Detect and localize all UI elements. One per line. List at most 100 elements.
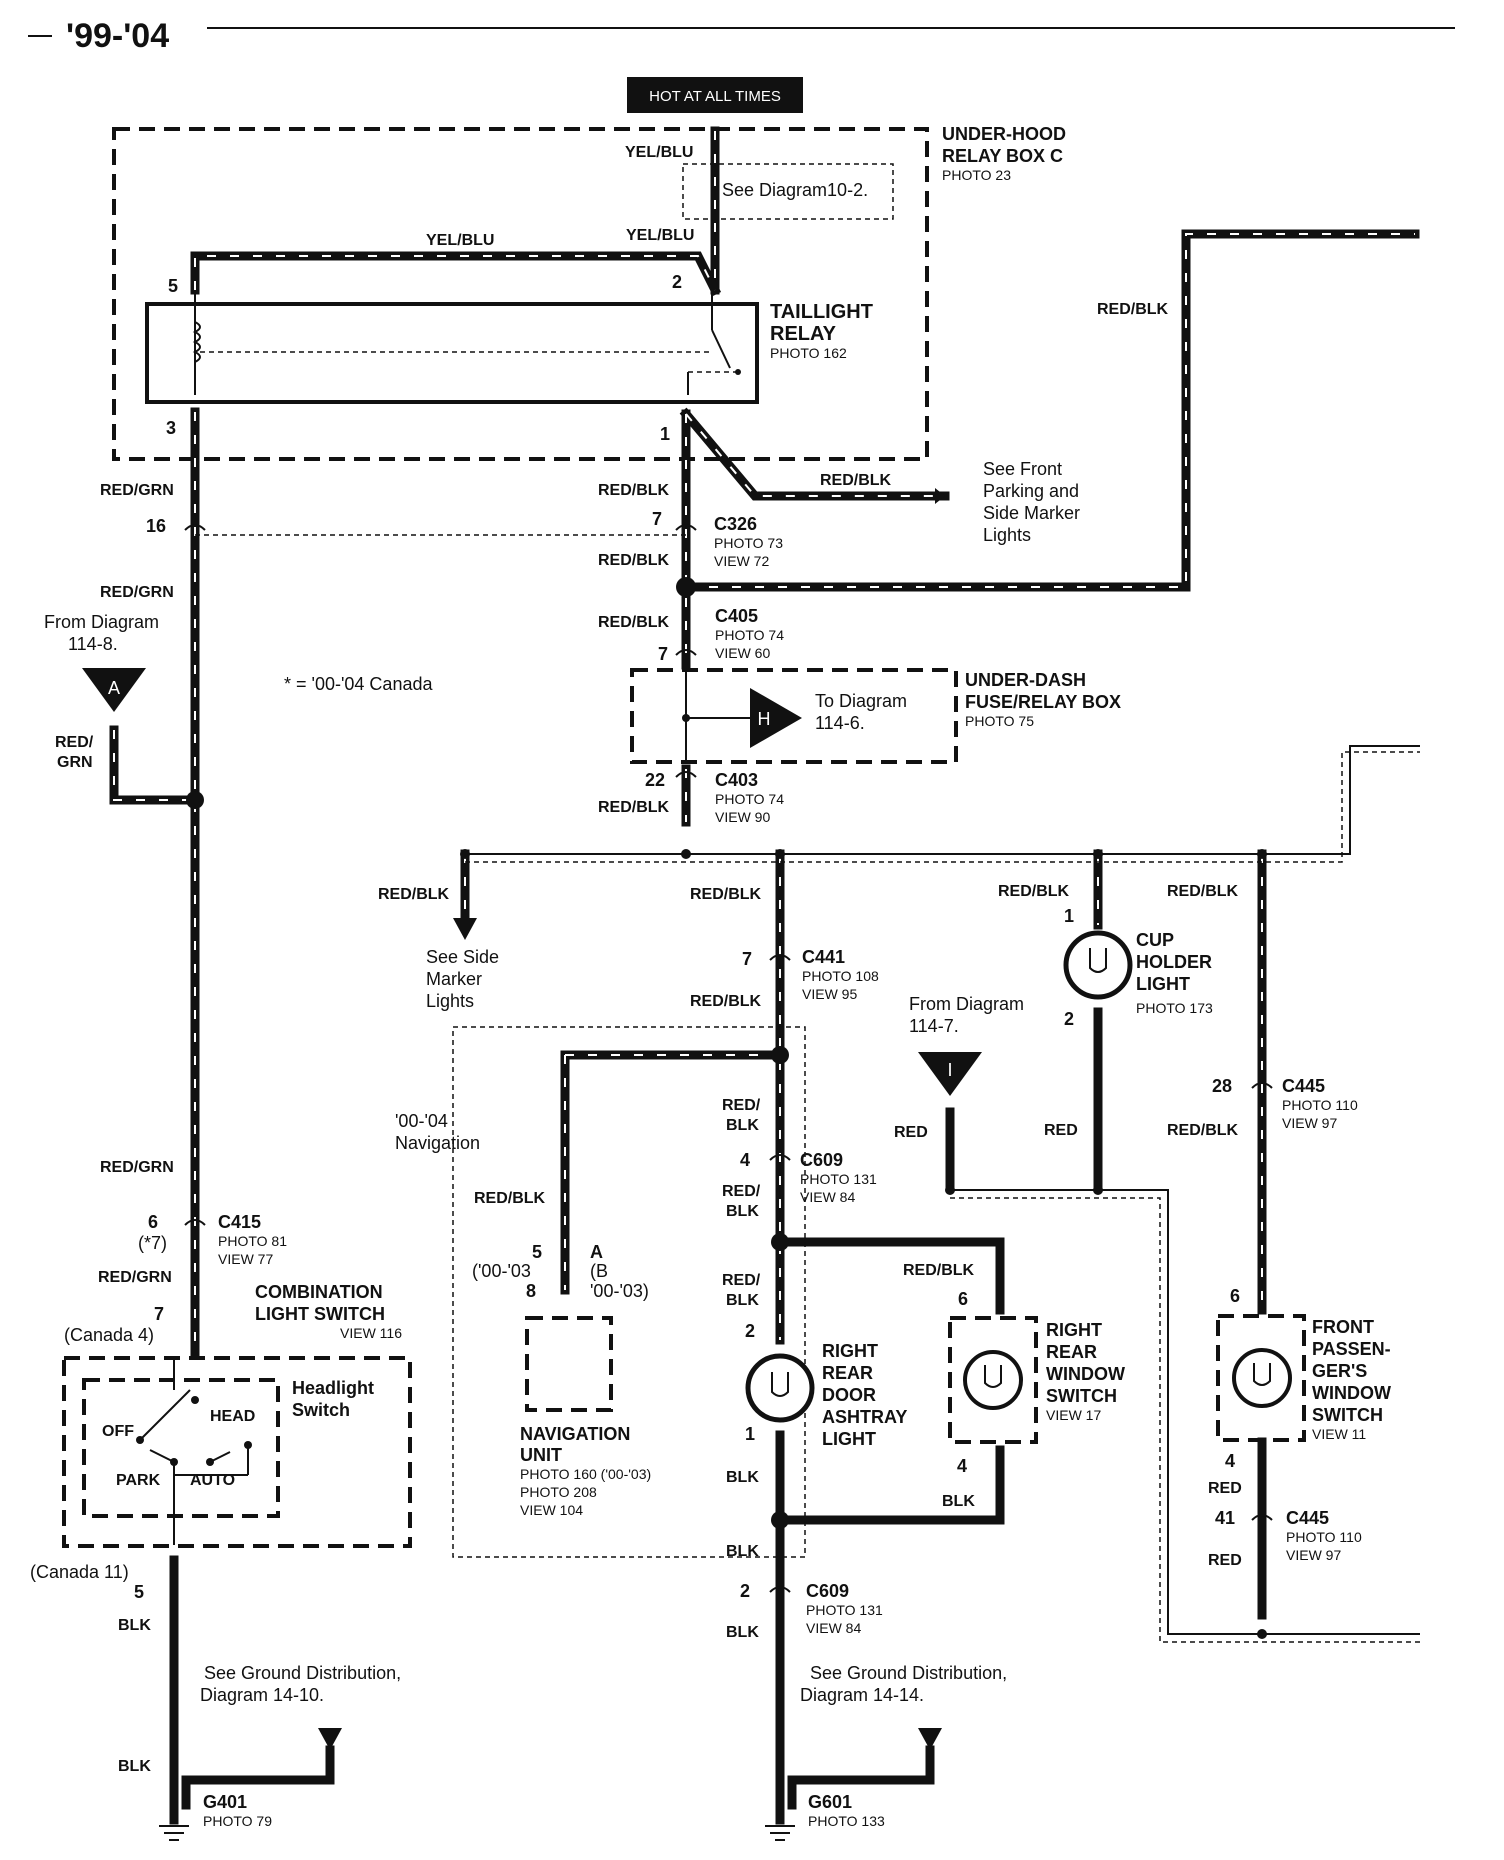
pin-1: 1 <box>660 424 670 444</box>
taillight-relay-photo: PHOTO 162 <box>770 345 847 361</box>
nav-connector-b: (B <box>590 1261 608 1281</box>
from-114-7-line2: 114-7. <box>909 1016 959 1036</box>
c609b-name: C609 <box>806 1581 849 1601</box>
year-range: '99-'04 <box>66 17 169 55</box>
fpw-name3: GER'S <box>1312 1361 1367 1381</box>
front-parking-ref: See Front Parking and Side Marker Lights <box>983 459 1080 545</box>
rrw-name1: RIGHT <box>1046 1320 1102 1340</box>
wire-red-blk-7: RED/BLK <box>690 886 762 903</box>
nav-option-line1: '00-'04 <box>395 1111 448 1131</box>
rrw-pin-6: 6 <box>958 1289 968 1309</box>
c403-photo: PHOTO 74 <box>715 791 784 807</box>
g401-photo: PHOTO 79 <box>203 1813 272 1829</box>
under-dash-name1: UNDER-DASH <box>965 670 1086 690</box>
from-diagram-114-8-line2: 114-8. <box>68 634 118 654</box>
c609a-photo: PHOTO 131 <box>800 1171 877 1187</box>
pin-5-switch: 5 <box>134 1582 144 1602</box>
pin-7-c326: 7 <box>652 509 662 529</box>
wire-red-blk-front: RED/BLK <box>820 472 892 489</box>
wire-blk-rrw: BLK <box>942 1493 975 1510</box>
ashtray-name1: RIGHT <box>822 1341 878 1361</box>
fpw-pin-6: 6 <box>1230 1286 1240 1306</box>
wire-red-c445b: RED <box>1208 1552 1242 1569</box>
wire-blk-3: BLK <box>726 1292 759 1309</box>
pin-22: 22 <box>645 770 665 790</box>
wire-yel-blu-1: YEL/BLU <box>625 144 693 161</box>
pin-canada11: (Canada 11) <box>30 1562 129 1582</box>
under-dash-fuse-relay-box <box>630 668 958 764</box>
wire-red-blk-cup: RED/BLK <box>998 883 1070 900</box>
c326-view: VIEW 72 <box>714 553 769 569</box>
pin-6-c415: 6 <box>148 1212 158 1232</box>
wire-red-114-7: RED <box>894 1124 928 1141</box>
relay-internals <box>192 292 741 395</box>
cup-holder-bulb <box>1063 930 1133 1000</box>
cup-name2: HOLDER <box>1136 952 1212 972</box>
connector-a-triangle: A <box>82 668 146 712</box>
wire-red-3: RED/ <box>722 1183 761 1200</box>
c403-view: VIEW 90 <box>715 809 770 825</box>
c403-name: C403 <box>715 770 758 790</box>
pin-4-c609: 4 <box>740 1150 750 1170</box>
nav-unit-view: VIEW 104 <box>520 1502 583 1518</box>
bus-lines <box>195 488 1420 1643</box>
hot-at-all-times-label: HOT AT ALL TIMES <box>627 77 803 113</box>
splices <box>186 577 1267 1639</box>
ground-ref-1-line2: Diagram 14-10. <box>200 1685 324 1705</box>
wire-yel-blu-2: YEL/BLU <box>626 227 694 244</box>
taillight-relay-name2: RELAY <box>770 323 837 345</box>
c609b-view: VIEW 84 <box>806 1620 861 1636</box>
side-marker-line1: See Side <box>426 947 499 967</box>
canada-note: * = '00-'04 Canada <box>284 674 433 694</box>
combination-light-switch <box>62 1356 412 1548</box>
svg-text:See Front: See Front <box>983 459 1062 479</box>
wire-red-1: RED/ <box>55 734 94 751</box>
svg-text:A: A <box>108 678 120 698</box>
wire-stripes <box>113 131 1415 1355</box>
nav-pin-0003: ('00-'03 <box>472 1261 531 1281</box>
ashtray-name2: REAR <box>822 1363 873 1383</box>
relay-box-c-photo: PHOTO 23 <box>942 167 1011 183</box>
pin-7-c441: 7 <box>742 949 752 969</box>
c609a-view: VIEW 84 <box>800 1189 855 1205</box>
c415-name: C415 <box>218 1212 261 1232</box>
headlight-name1: Headlight <box>292 1378 374 1398</box>
wire-red-blk-5: RED/BLK <box>598 799 670 816</box>
pin-canada4: (Canada 4) <box>64 1325 154 1345</box>
wire-red-blk-nav: RED/BLK <box>474 1190 546 1207</box>
wire-red-blk-8: RED/BLK <box>690 993 762 1010</box>
ground-ref-2-line1: See Ground Distribution, <box>810 1663 1007 1683</box>
connector-i-triangle: I <box>918 1052 982 1096</box>
nav-pin-8: 8 <box>526 1281 536 1301</box>
c445a-photo: PHOTO 110 <box>1282 1097 1358 1113</box>
connector-h-triangle: H <box>750 688 802 748</box>
wire-red-blk-c445b: RED/BLK <box>1167 1122 1239 1139</box>
pin-41: 41 <box>1215 1508 1235 1528</box>
wire-red-blk-right: RED/BLK <box>1097 301 1169 318</box>
wire-red-cup: RED <box>1044 1122 1078 1139</box>
ashtray-name4: ASHTRAY <box>822 1407 907 1427</box>
wire-blk-5: BLK <box>726 1543 759 1560</box>
to-diagram-114-6-line1: To Diagram <box>815 691 907 711</box>
nav-unit-name1: NAVIGATION <box>520 1424 630 1444</box>
wire-blk-1: BLK <box>726 1117 759 1134</box>
c445a-name: C445 <box>1282 1076 1325 1096</box>
headlight-switch-contacts <box>136 1360 252 1545</box>
ground-ref-1-line1: See Ground Distribution, <box>204 1663 401 1683</box>
to-diagram-114-6-line2: 114-6. <box>815 713 865 733</box>
wire-red-blk-c445: RED/BLK <box>1167 883 1239 900</box>
c445b-photo: PHOTO 110 <box>1286 1529 1362 1545</box>
c415-view: VIEW 77 <box>218 1251 273 1267</box>
c405-name: C405 <box>715 606 758 626</box>
c441-photo: PHOTO 108 <box>802 968 879 984</box>
rrw-name2: REAR <box>1046 1342 1097 1362</box>
cup-pin-2: 2 <box>1064 1009 1074 1029</box>
fpw-name5: SWITCH <box>1312 1405 1383 1425</box>
navigation-unit <box>525 1316 613 1412</box>
c609b-photo: PHOTO 131 <box>806 1602 883 1618</box>
wire-red-blk-4: RED/BLK <box>598 614 670 631</box>
pin-28: 28 <box>1212 1076 1232 1096</box>
switch-pos-auto: AUTO <box>190 1472 235 1489</box>
c326-photo: PHOTO 73 <box>714 535 783 551</box>
